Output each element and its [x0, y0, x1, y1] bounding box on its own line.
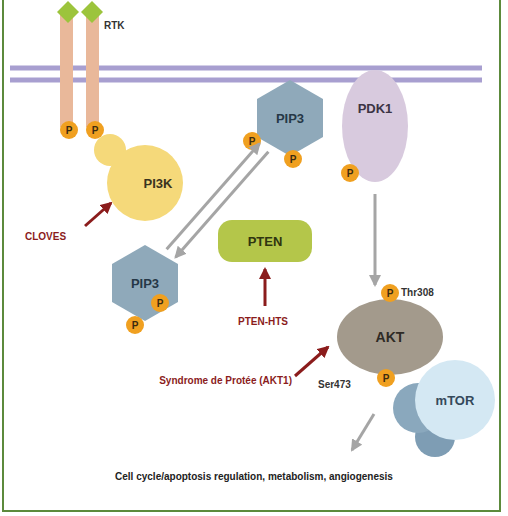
hexagon-fill — [257, 80, 323, 156]
annotation-label: Syndrome de Protée (AKT1) — [100, 375, 292, 386]
receptor-chain — [86, 15, 99, 127]
annotation-label: Thr308 — [401, 287, 461, 298]
annotation-label: Cell cycle/apoptosis regulation, metabol… — [0, 471, 508, 482]
node-label: RTK — [104, 18, 134, 32]
phosphate-label: P — [341, 164, 359, 182]
phosphate-circle: P — [151, 294, 169, 312]
annotation-label: Ser473 — [318, 379, 374, 390]
node-label: PI3K — [123, 173, 193, 193]
activation-arrow — [85, 203, 111, 226]
output-arrow — [352, 414, 374, 450]
activation-arrow — [264, 269, 267, 306]
cluster-circle — [415, 360, 495, 440]
receptor-chain — [60, 15, 73, 127]
hexagon-fill — [112, 245, 178, 321]
phosphate-label: P — [60, 121, 78, 139]
node-label: mTOR — [425, 390, 485, 410]
node-label: PIP3 — [112, 245, 178, 321]
node-label: AKT — [337, 299, 443, 375]
phosphate-circle: P — [341, 164, 359, 182]
lipid-hexagon: PIP3 — [257, 80, 323, 156]
phosphate-label: P — [243, 132, 261, 150]
cluster-outline — [390, 360, 490, 460]
protein-ellipse: AKT — [337, 299, 443, 375]
lipid-hexagon: PIP3 — [112, 245, 178, 321]
phosphate-label: P — [284, 150, 302, 168]
phosphate-label: P — [381, 284, 399, 302]
phosphate-circle: P — [377, 369, 395, 387]
receptor-kinase: RTK — [56, 0, 102, 132]
activation-arrow — [295, 347, 328, 376]
node-label: PTEN — [218, 220, 312, 262]
complex-cluster: mTOR — [390, 360, 490, 460]
phosphatase-box: PTEN — [218, 220, 312, 262]
phosphate-circle: P — [243, 132, 261, 150]
phosphate-circle: P — [126, 316, 144, 334]
annotation-label: CLOVES — [25, 231, 85, 242]
ligand-diamond — [57, 1, 79, 23]
phosphate-label: P — [377, 369, 395, 387]
ligand-diamond — [81, 1, 103, 23]
phosphate-circle: P — [381, 284, 399, 302]
membrane-line — [10, 78, 482, 83]
phosphate-circle: P — [60, 121, 78, 139]
annotation-label: PTEN-HTS — [213, 316, 313, 327]
phosphate-label: P — [86, 121, 104, 139]
phosphate-label: P — [126, 316, 144, 334]
phosphate-label: P — [151, 294, 169, 312]
pathway-arrow — [374, 194, 377, 285]
membrane-line — [10, 66, 482, 71]
phosphate-circle: P — [284, 150, 302, 168]
frame-border — [3, 0, 500, 511]
node-label: PIP3 — [257, 80, 323, 156]
phosphate-circle: P — [86, 121, 104, 139]
node-label: PDK1 — [342, 98, 408, 118]
receptor-symbol — [56, 0, 102, 132]
kinase-blob: PI3K — [95, 135, 185, 223]
